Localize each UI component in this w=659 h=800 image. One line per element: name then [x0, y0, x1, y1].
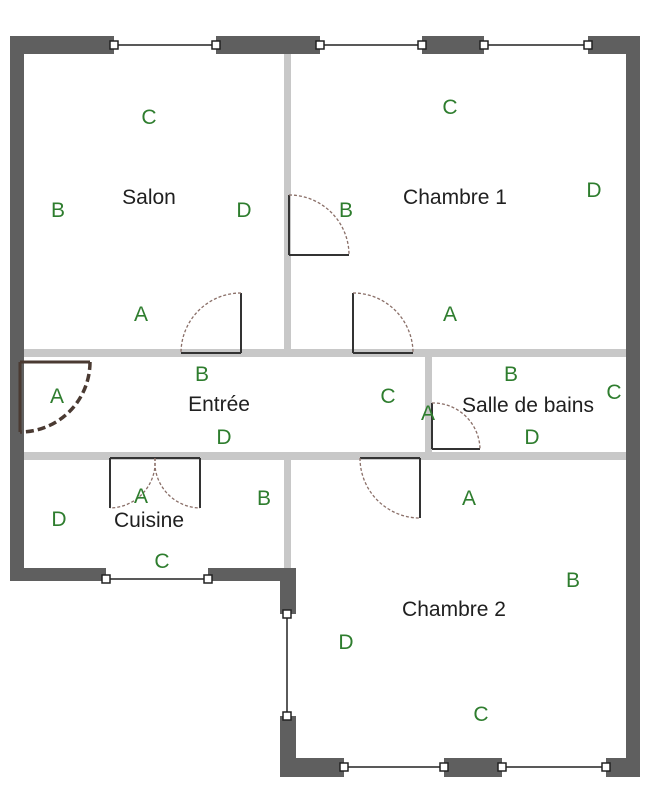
window-salon	[109, 40, 221, 50]
wall-letter-entree-b: B	[195, 363, 209, 386]
interior-wall-bottom-corridor	[20, 452, 637, 460]
door-salle-de-bains[interactable]	[431, 402, 481, 450]
exterior-wall-kitchen-bottom-right	[208, 568, 294, 581]
room-label-chambre2: Chambre 2	[402, 598, 506, 621]
interior-wall-top-corridor	[20, 349, 637, 357]
window-chambre1-right	[479, 40, 593, 50]
exterior-wall-left	[10, 36, 24, 581]
door-chambre1[interactable]	[352, 292, 414, 354]
room-label-salon: Salon	[122, 186, 176, 209]
wall-letter-salle-de-bains-d: D	[524, 426, 539, 449]
doors	[18, 194, 481, 519]
window-chambre1-left	[315, 40, 427, 50]
window-chambre2-bottom-left	[339, 762, 449, 772]
wall-letter-entree-d: D	[216, 426, 231, 449]
wall-letter-salon-d: D	[236, 199, 251, 222]
interior-wall-salon-chambre1	[284, 52, 291, 353]
exterior-wall-top-mid1	[216, 36, 320, 54]
window-chambre2-side	[282, 609, 292, 721]
wall-letter-chambre1-c: C	[442, 96, 457, 119]
interior-wall-entree-bathroom	[425, 356, 432, 453]
wall-letter-chambre2-a: A	[462, 487, 476, 510]
interior-wall-cuisine-chambre2	[284, 458, 291, 578]
exterior-wall-bottom-right	[606, 758, 640, 777]
wall-letter-salon-c: C	[141, 106, 156, 129]
interior-walls	[20, 52, 637, 578]
room-label-cuisine: Cuisine	[114, 509, 184, 532]
room-labels: Salon Chambre 1 Entrée Salle de bains Cu…	[114, 186, 594, 621]
wall-letter-chambre1-a: A	[443, 303, 457, 326]
wall-letter-entree-c: C	[380, 385, 395, 408]
window-cuisine	[101, 574, 213, 584]
exterior-wall-kitchen-bottom-left	[10, 568, 106, 581]
wall-letter-salle-de-bains-c: C	[606, 381, 621, 404]
wall-letter-salon-a: A	[134, 303, 148, 326]
exterior-wall-top-left	[10, 36, 114, 54]
door-salon-chambre1[interactable]	[288, 194, 350, 256]
exterior-wall-right	[626, 36, 640, 777]
exterior-wall-bottom-left	[280, 758, 344, 777]
wall-letter-chambre1-b: B	[339, 199, 353, 222]
door-chambre2[interactable]	[359, 457, 421, 519]
wall-letter-entree-a: A	[50, 385, 64, 408]
wall-letters: A B C D A B C D A B C D A B C D A B C D …	[50, 96, 622, 726]
wall-letter-salon-b: B	[51, 199, 65, 222]
wall-letter-cuisine-a: A	[134, 485, 148, 508]
door-cuisine-double[interactable]	[109, 457, 201, 509]
windows	[101, 40, 611, 772]
door-entry[interactable]	[18, 360, 92, 434]
exterior-walls	[10, 36, 640, 777]
room-label-chambre1: Chambre 1	[403, 186, 507, 209]
wall-letter-cuisine-d: D	[51, 508, 66, 531]
exterior-wall-top-right	[588, 36, 636, 54]
exterior-wall-bottom-mid	[444, 758, 502, 777]
room-label-salle-de-bains: Salle de bains	[462, 394, 594, 417]
wall-letter-chambre2-b: B	[566, 569, 580, 592]
wall-letter-cuisine-c: C	[154, 550, 169, 573]
wall-letter-chambre2-c: C	[473, 703, 488, 726]
wall-letter-cuisine-b: B	[257, 487, 271, 510]
wall-letter-chambre2-d: D	[338, 631, 353, 654]
door-salon[interactable]	[180, 292, 242, 354]
exterior-wall-step-top	[280, 568, 296, 614]
room-label-entree: Entrée	[188, 393, 250, 416]
window-chambre2-bottom-right	[497, 762, 611, 772]
wall-letter-salle-de-bains-b: B	[504, 363, 518, 386]
wall-letter-chambre1-d: D	[586, 179, 601, 202]
wall-letter-salle-de-bains-a: A	[421, 402, 435, 425]
exterior-wall-top-mid2	[422, 36, 484, 54]
